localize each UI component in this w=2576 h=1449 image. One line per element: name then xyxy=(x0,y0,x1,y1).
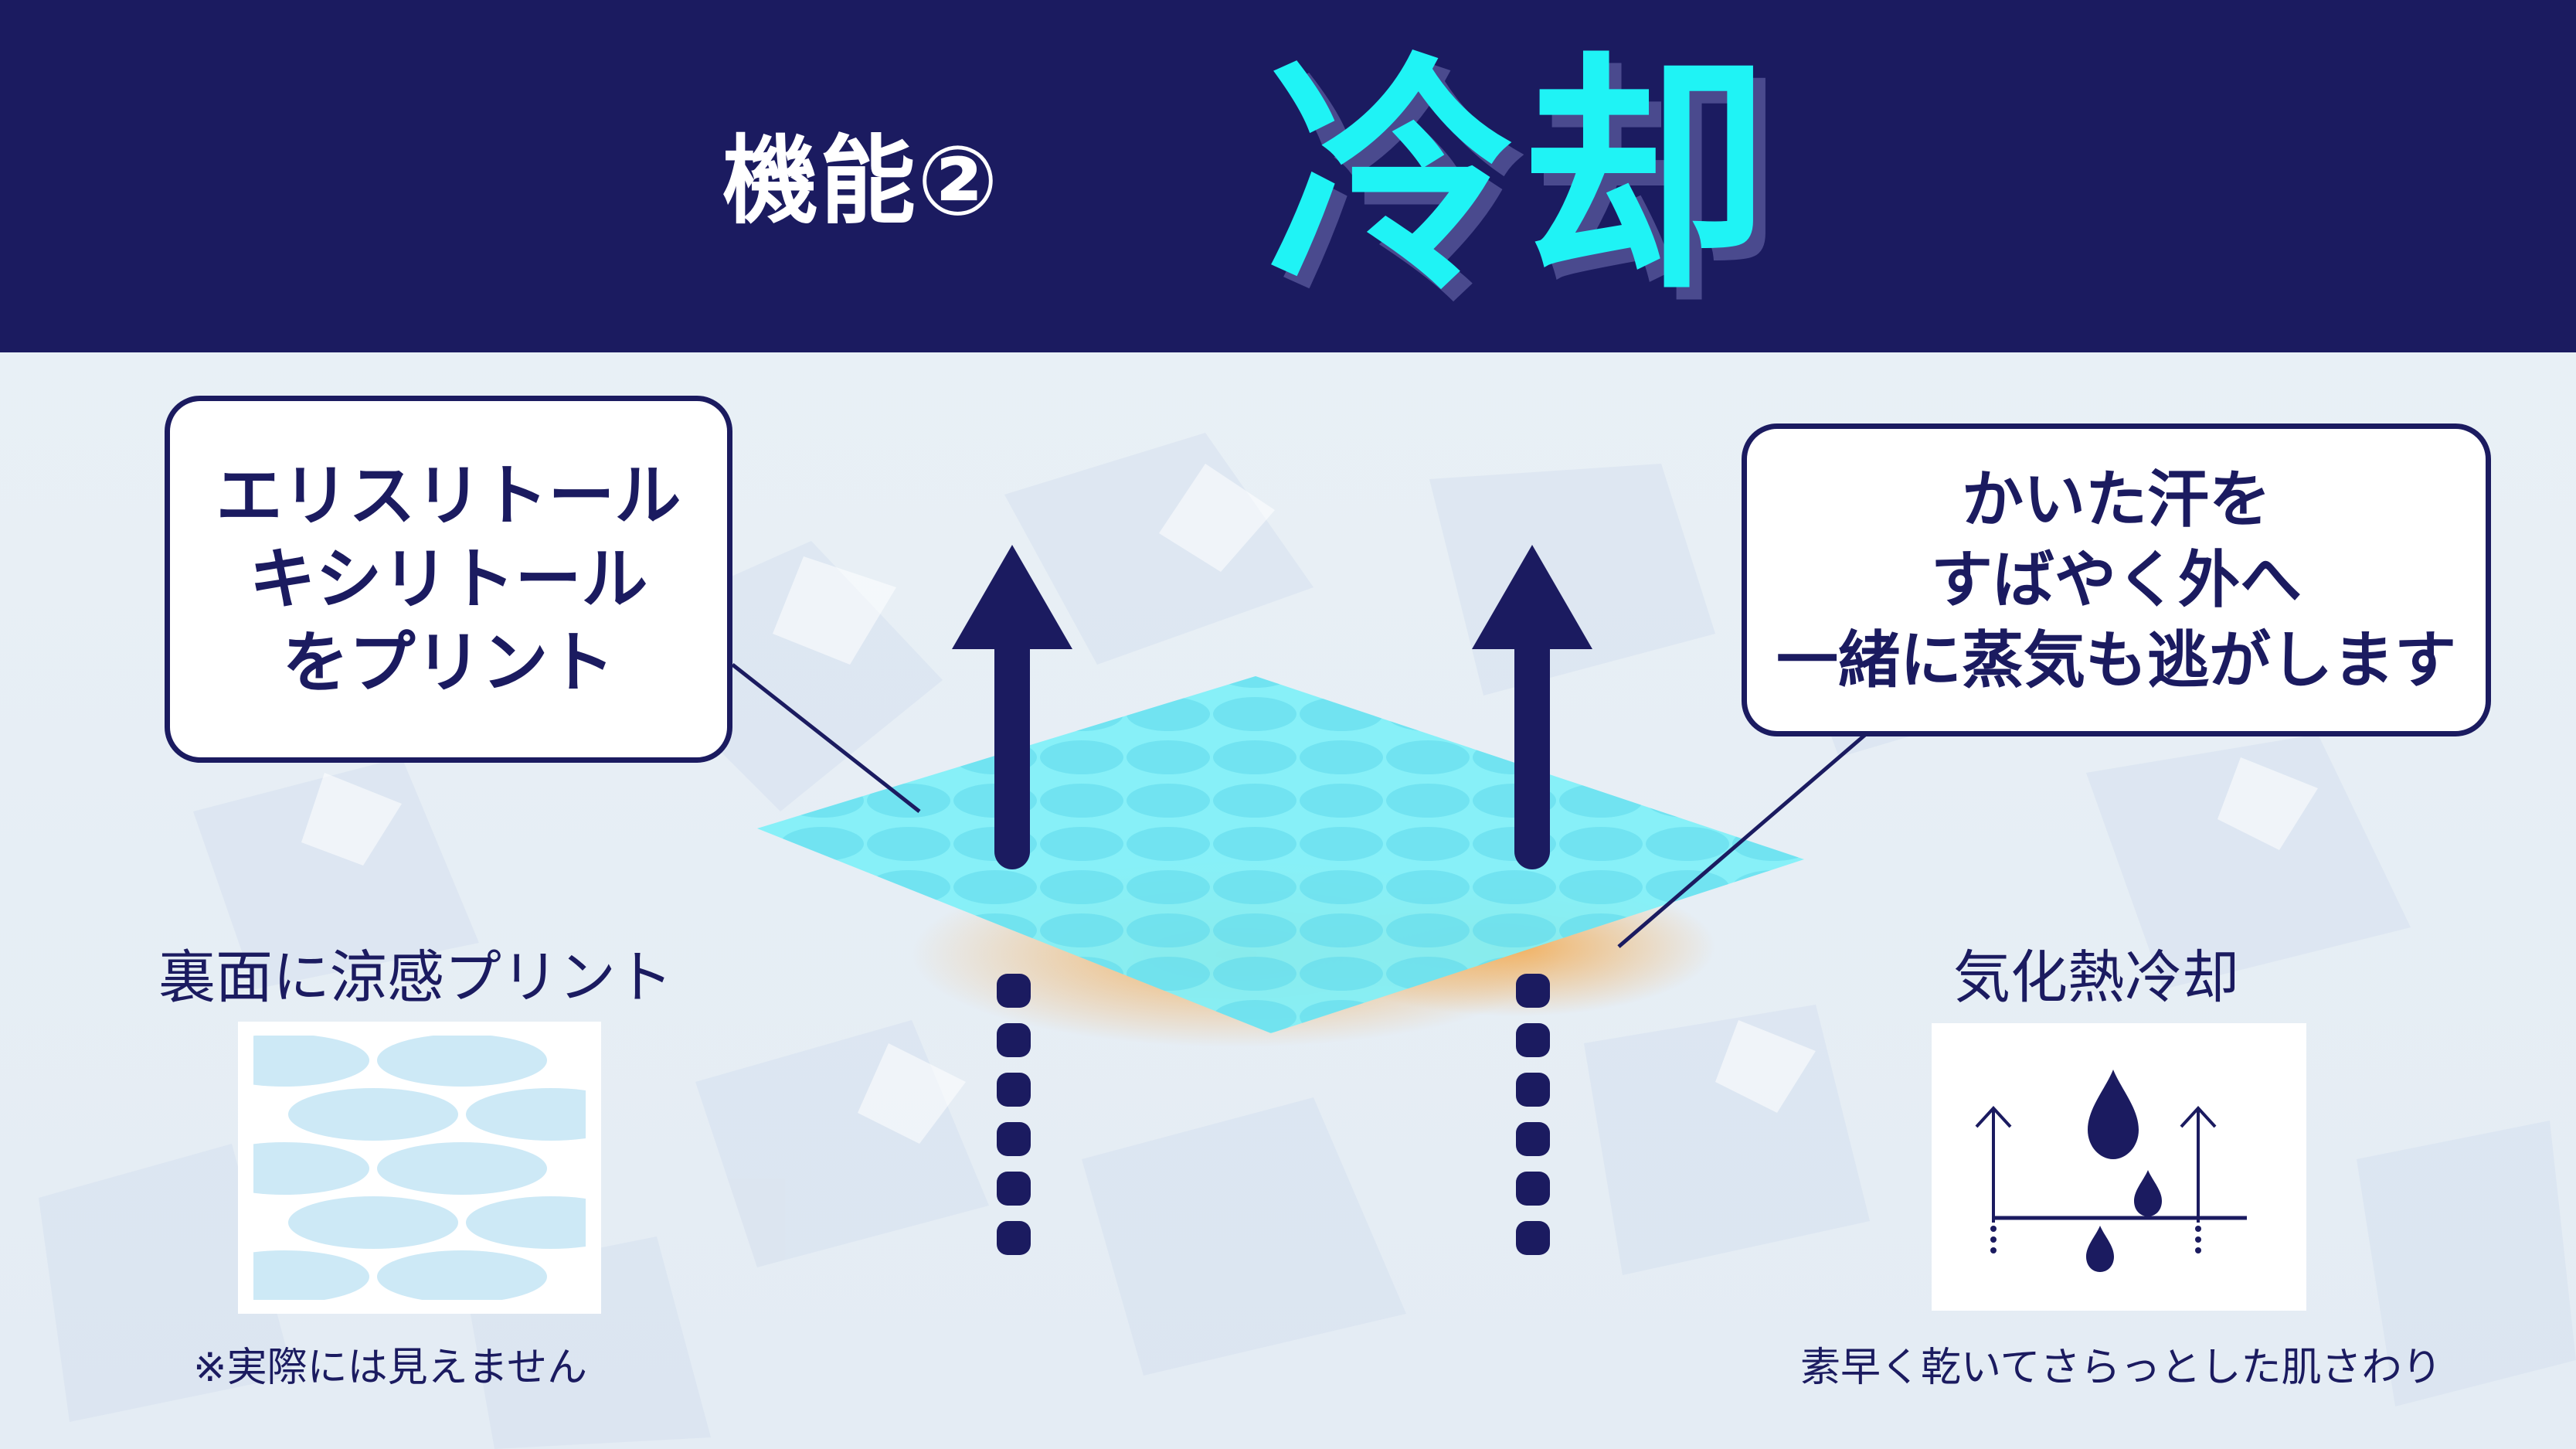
water-drop-icon xyxy=(2086,1070,2162,1272)
callout-sweat-description: かいた汗を すばやく外へ 一緒に蒸気も逃がします xyxy=(1742,423,2491,736)
visibility-note: ※実際には見えません xyxy=(193,1345,588,1391)
feature-title: 冷却 xyxy=(1267,32,1774,322)
callout-line: すばやく外へ xyxy=(1931,543,2302,616)
callout-line: かいた汗を xyxy=(1962,463,2271,536)
evaporation-diagram xyxy=(1975,1070,2247,1272)
up-arrow-icon xyxy=(1472,545,1592,869)
evaporation-feature-label: 気化熱冷却 xyxy=(1953,944,2239,1011)
callout-line: をプリント xyxy=(282,624,615,702)
print-pattern-illustration xyxy=(253,1036,586,1300)
callout-print-description: エリスリトール キシリトール をプリント xyxy=(165,396,732,763)
vapor-dots xyxy=(1516,974,1550,1255)
leader-lines xyxy=(731,663,1867,948)
evaporation-diagram-panel xyxy=(1932,1023,2306,1311)
vapor-dots xyxy=(997,974,1031,1255)
dry-feel-note: 素早く乾いてさらっとした肌さわり xyxy=(1800,1345,2442,1391)
print-feature-label: 裏面に涼感プリント xyxy=(158,944,673,1011)
print-pattern-panel xyxy=(238,1022,601,1314)
callout-line: 一緒に蒸気も逃がします xyxy=(1776,624,2456,696)
feature-number-heading: 機能② xyxy=(722,126,1000,237)
up-arrow-icon xyxy=(952,545,1072,869)
callout-line: エリスリトール xyxy=(216,457,681,535)
callout-line: キシリトール xyxy=(249,540,648,618)
